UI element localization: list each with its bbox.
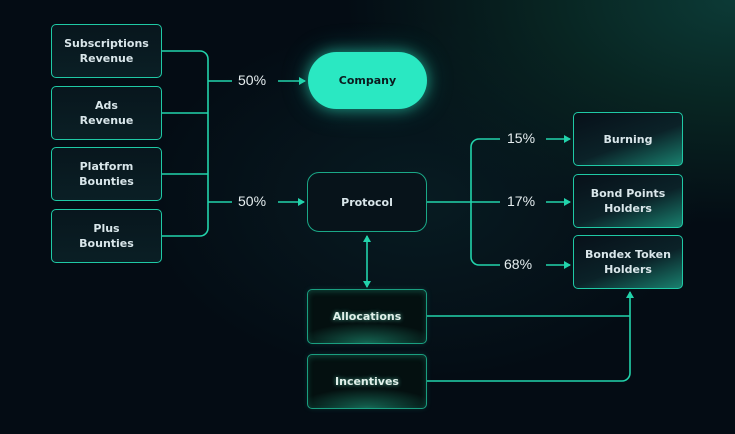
source-ads-revenue: Ads Revenue <box>51 86 162 140</box>
incentives-node: Incentives <box>307 354 427 409</box>
burning-share-label: 15% <box>507 130 536 146</box>
protocol-share-label: 50% <box>238 193 267 209</box>
destination-bond-points-holders: Bond Points Holders <box>573 174 683 228</box>
source-line-1 <box>162 50 209 237</box>
protocol-node: Protocol <box>307 172 427 232</box>
source-subscriptions-revenue: Subscriptions Revenue <box>51 24 162 78</box>
split-bus <box>470 138 500 266</box>
company-share-label: 50% <box>238 72 267 88</box>
bondex-share-label: 68% <box>504 256 533 272</box>
destination-bondex-token-holders: Bondex Token Holders <box>573 235 683 289</box>
incentives-line <box>427 291 634 382</box>
bond-points-share-label: 17% <box>507 193 536 209</box>
source-plus-bounties: Plus Bounties <box>51 209 162 263</box>
source-platform-bounties: Platform Bounties <box>51 147 162 201</box>
company-node: Company <box>308 52 427 109</box>
destination-burning: Burning <box>573 112 683 166</box>
allocations-node: Allocations <box>307 289 427 344</box>
